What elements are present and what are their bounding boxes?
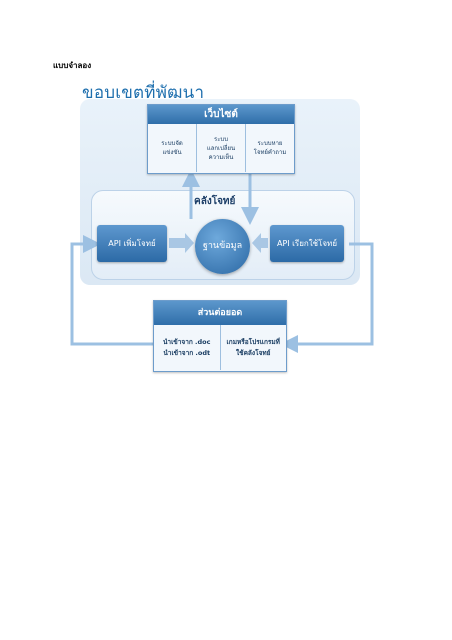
addon-cell-import: นำเข้าจาก .doc นำเข้าจาก .odt: [154, 325, 221, 370]
addon-box: ส่วนต่อยอด นำเข้าจาก .doc นำเข้าจาก .odt…: [153, 300, 287, 372]
cell-line: แลกเปลี่ยน: [206, 144, 236, 152]
addon-to-api-add-line: [70, 235, 153, 346]
cell-line: ความเห็น: [208, 153, 234, 161]
page-heading: แบบจำลอง: [53, 61, 92, 70]
website-title: เว็บไซต์: [148, 105, 294, 124]
cell-line: เกมหรือโปรแกรมที่: [226, 337, 280, 346]
store-title: คลังโจทย์: [194, 196, 236, 207]
cell-line: ใช้คลังโจทย์: [236, 348, 271, 357]
cell-line: นำเข้าจาก .odt: [163, 348, 211, 357]
website-cell-discussion: ระบบ แลกเปลี่ยน ความเห็น: [197, 124, 246, 172]
database-circle: ฐานข้อมูล: [195, 219, 250, 274]
website-box: เว็บไซต์ ระบบจัด แข่งขัน ระบบ แลกเปลี่ยน…: [147, 104, 295, 174]
website-cell-question-search: ระบบหาย โจทย์คำถาม: [246, 124, 294, 172]
api-add-box: API เพิ่มโจทย์: [97, 225, 167, 262]
api-add-to-db-arrow: [169, 233, 194, 253]
api-call-to-addon-line: [280, 242, 374, 353]
cell-line: โจทย์คำถาม: [253, 149, 287, 156]
addon-cell-games: เกมหรือโปรแกรมที่ ใช้คลังโจทย์: [221, 325, 287, 370]
cell-line: ระบบจัด: [161, 140, 183, 147]
api-call-to-db-arrow: [252, 233, 268, 253]
cell-line: แข่งขัน: [162, 149, 182, 156]
addon-title: ส่วนต่อยอด: [154, 301, 286, 325]
website-cell-competition: ระบบจัด แข่งขัน: [148, 124, 197, 172]
api-call-box: API เรียกใช้โจทย์: [270, 225, 344, 262]
cell-line: ระบบ: [213, 135, 229, 143]
cell-line: ระบบหาย: [257, 140, 283, 147]
cell-line: นำเข้าจาก .doc: [162, 337, 211, 346]
diagram-title: ขอบเขตที่พัฒนา: [82, 83, 205, 103]
